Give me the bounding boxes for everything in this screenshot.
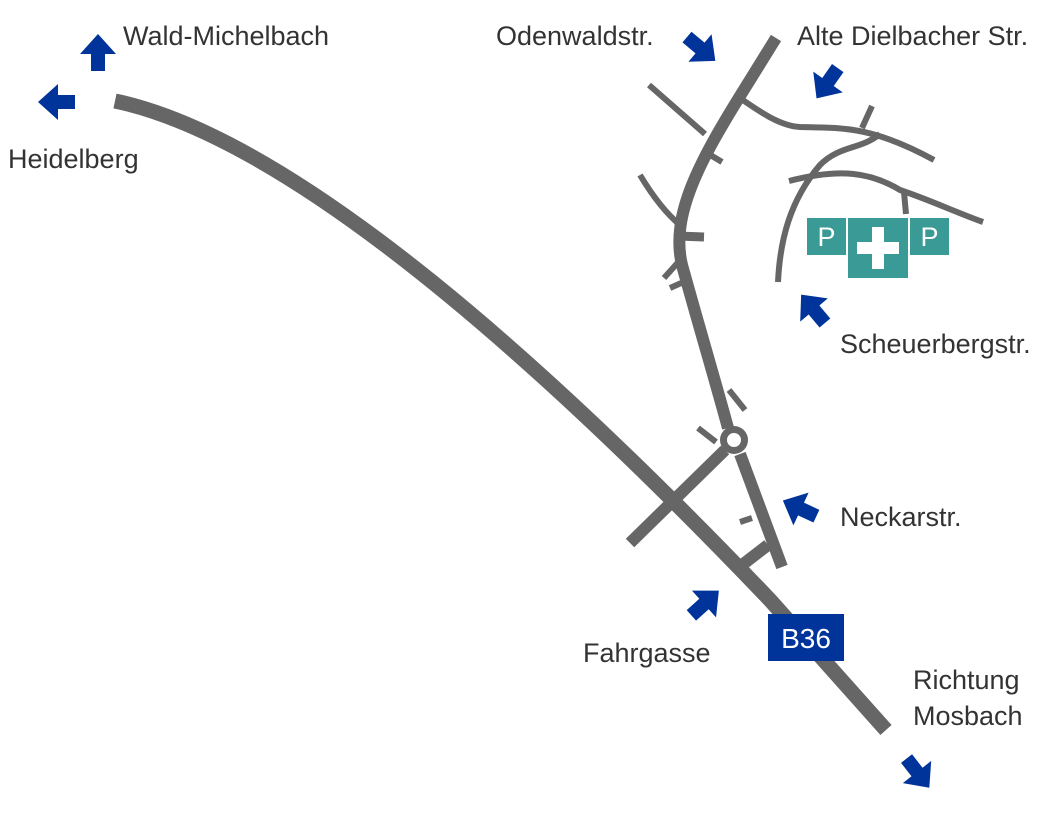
label-wald-michelbach: Wald-Michelbach bbox=[123, 21, 329, 51]
arrow-icon bbox=[892, 747, 944, 799]
label-neckarstr: Neckarstr. bbox=[840, 502, 962, 532]
label-fahrgasse: Fahrgasse bbox=[583, 638, 711, 668]
parking-left-label: P bbox=[817, 222, 835, 252]
b36-badge: B36 bbox=[768, 614, 844, 661]
road-network bbox=[113, 34, 985, 735]
diagonal-road bbox=[625, 445, 730, 548]
side-street-tick-7 bbox=[739, 515, 753, 525]
arrow-icon bbox=[801, 57, 853, 109]
arrow-icon bbox=[787, 283, 839, 335]
label-alte-dielbacher-str: Alte Dielbacher Str. bbox=[797, 21, 1028, 51]
side-street-tick-4 bbox=[668, 277, 690, 291]
scheuerbergstr-road bbox=[775, 131, 882, 283]
side-street-left-upper bbox=[647, 82, 707, 137]
label-scheuerbergstr: Scheuerbergstr. bbox=[840, 329, 1031, 359]
label-mosbach: Mosbach bbox=[913, 701, 1023, 731]
place-labels: Wald-Michelbach Heidelberg Odenwaldstr. … bbox=[8, 21, 1031, 731]
b36-road bbox=[113, 93, 892, 735]
roundabout-south-road bbox=[734, 451, 788, 570]
arrow-icon bbox=[675, 23, 727, 75]
label-richtung: Richtung bbox=[913, 665, 1020, 695]
side-street-tick-2 bbox=[677, 231, 705, 242]
arrow-icon bbox=[679, 577, 731, 629]
parking-right-label: P bbox=[920, 222, 938, 252]
label-odenwaldstr: Odenwaldstr. bbox=[496, 21, 654, 51]
b36-connector bbox=[738, 540, 772, 570]
b36-badge-label: B36 bbox=[781, 623, 831, 654]
hospital-access-road bbox=[788, 170, 985, 225]
parking-icon: P bbox=[910, 218, 949, 255]
side-street-tick-3 bbox=[661, 255, 685, 281]
roundabout bbox=[720, 426, 748, 454]
parking-icon: P bbox=[807, 218, 846, 255]
side-street-tick-1 bbox=[700, 147, 724, 165]
facility-icons: P P bbox=[807, 218, 949, 278]
label-heidelberg: Heidelberg bbox=[8, 144, 139, 174]
side-street-tick-5 bbox=[726, 388, 748, 412]
direction-arrows bbox=[38, 23, 944, 799]
alte-dielbacher-tick bbox=[859, 104, 875, 130]
side-street-left-middle bbox=[637, 173, 682, 228]
side-street-tick-6 bbox=[696, 425, 718, 445]
alte-dielbacher-road bbox=[735, 93, 936, 163]
arrow-icon bbox=[775, 484, 825, 533]
hospital-cross-icon bbox=[848, 218, 908, 278]
arrow-icon bbox=[80, 34, 116, 71]
main-town-road bbox=[673, 34, 782, 430]
hospital-access-tick bbox=[901, 191, 909, 215]
arrow-icon bbox=[38, 84, 75, 120]
